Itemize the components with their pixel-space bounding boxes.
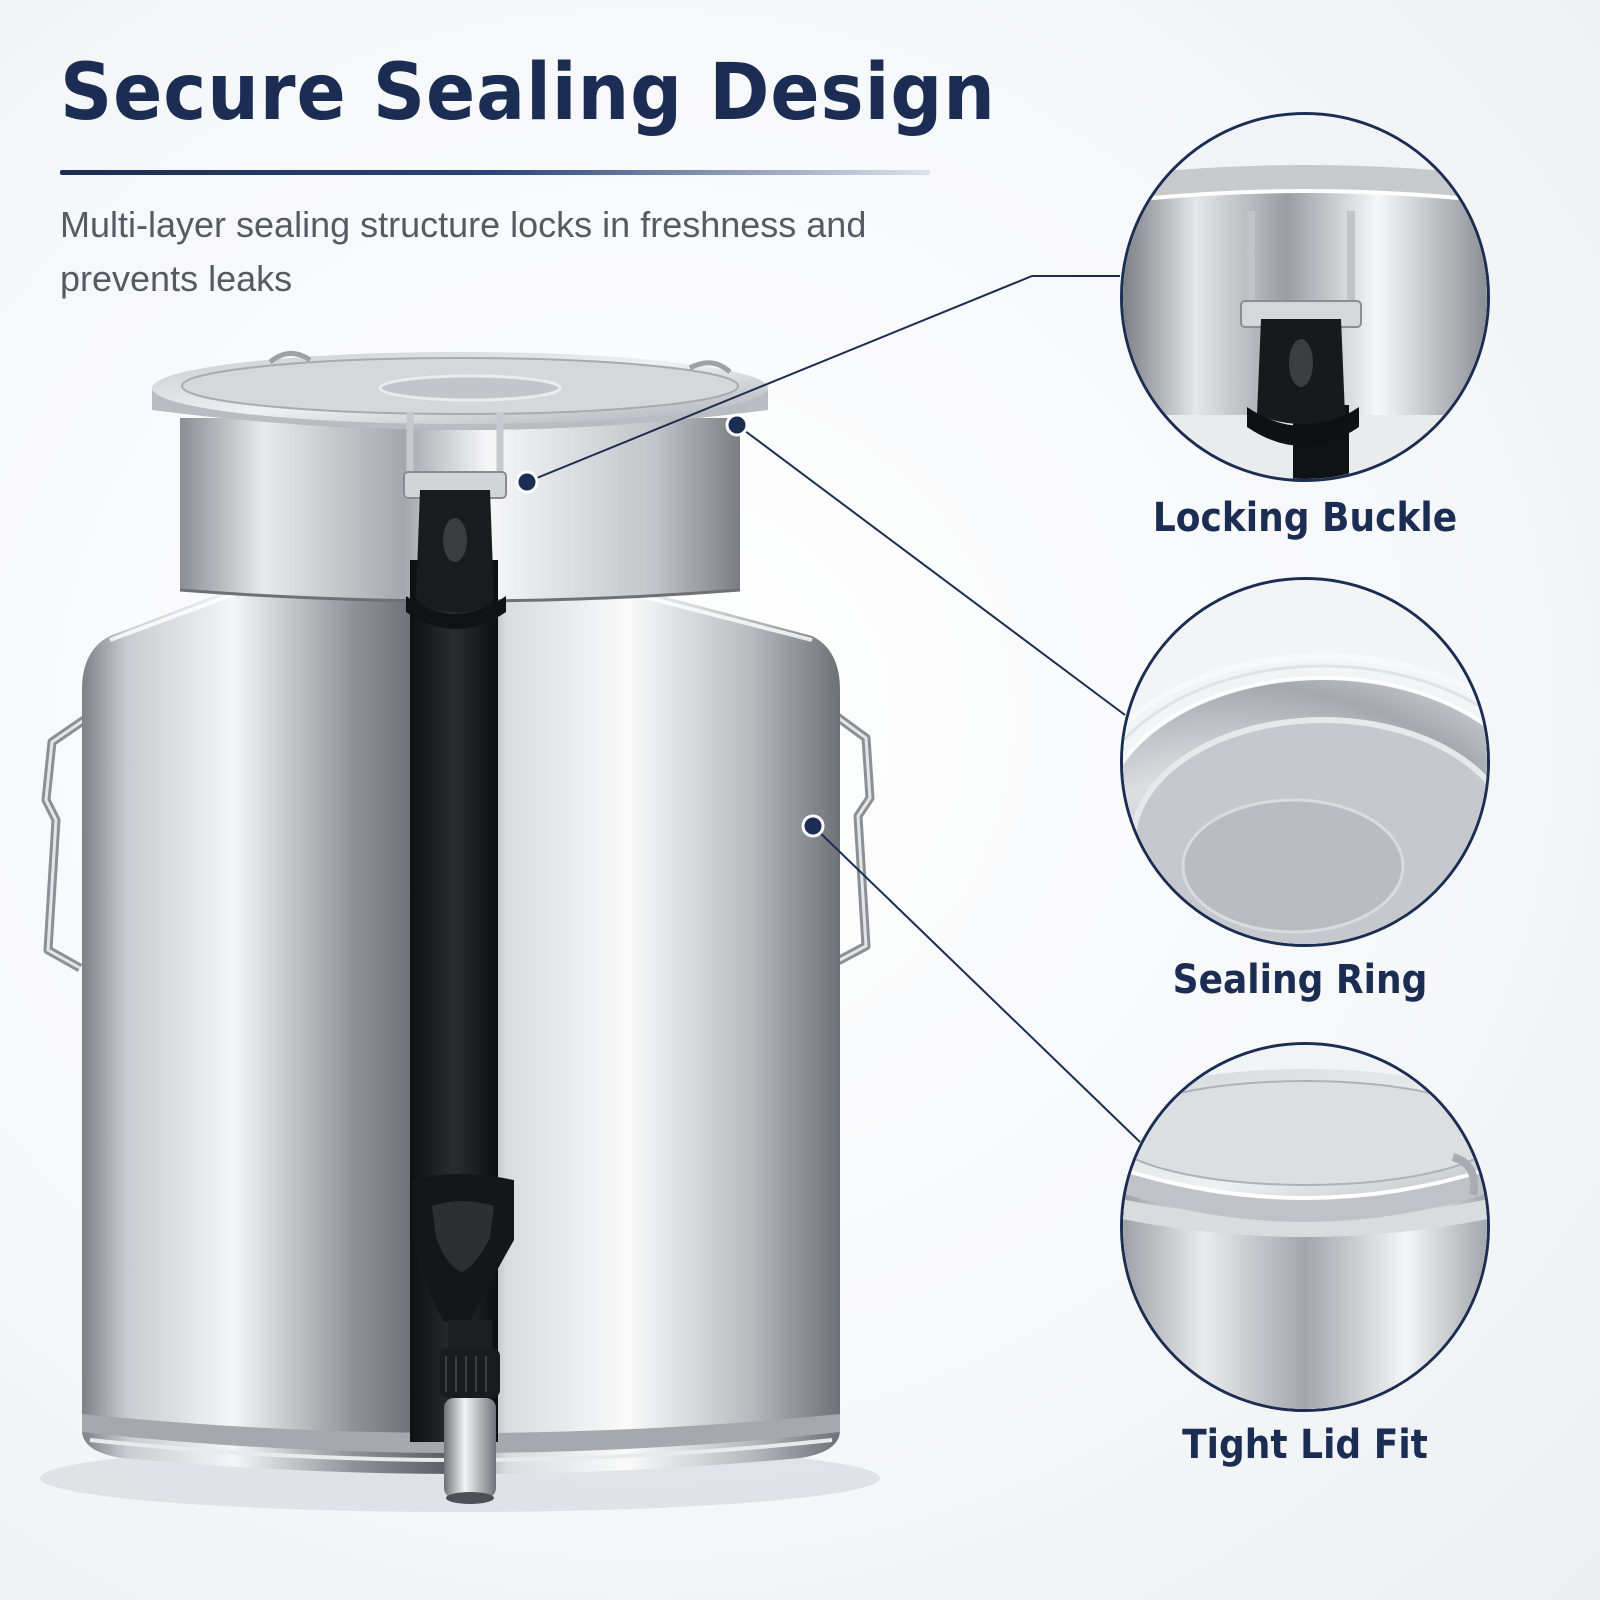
detail-circle-sealing-ring	[1120, 577, 1490, 947]
title-divider	[60, 170, 930, 175]
callout-dot-ring	[725, 413, 749, 437]
callout-dot-lid	[801, 814, 825, 838]
page-title: Secure Sealing Design	[60, 48, 996, 138]
detail-circle-tight-lid	[1120, 1042, 1490, 1412]
buckle-on-can	[403, 412, 507, 629]
dispensing-tap	[412, 1174, 514, 1504]
feature-label-locking-buckle: Locking Buckle	[1152, 495, 1458, 541]
feature-label-tight-lid: Tight Lid Fit	[1182, 1422, 1428, 1468]
feature-label-sealing-ring: Sealing Ring	[1172, 957, 1428, 1003]
sealing-ring-icon	[1123, 580, 1487, 944]
detail-circle-locking-buckle	[1120, 112, 1490, 482]
locking-buckle-icon	[1123, 115, 1487, 479]
callout-dot-buckle	[515, 470, 539, 494]
tight-lid-icon	[1123, 1045, 1487, 1409]
page-subtitle: Multi-layer sealing structure locks in f…	[60, 204, 867, 299]
